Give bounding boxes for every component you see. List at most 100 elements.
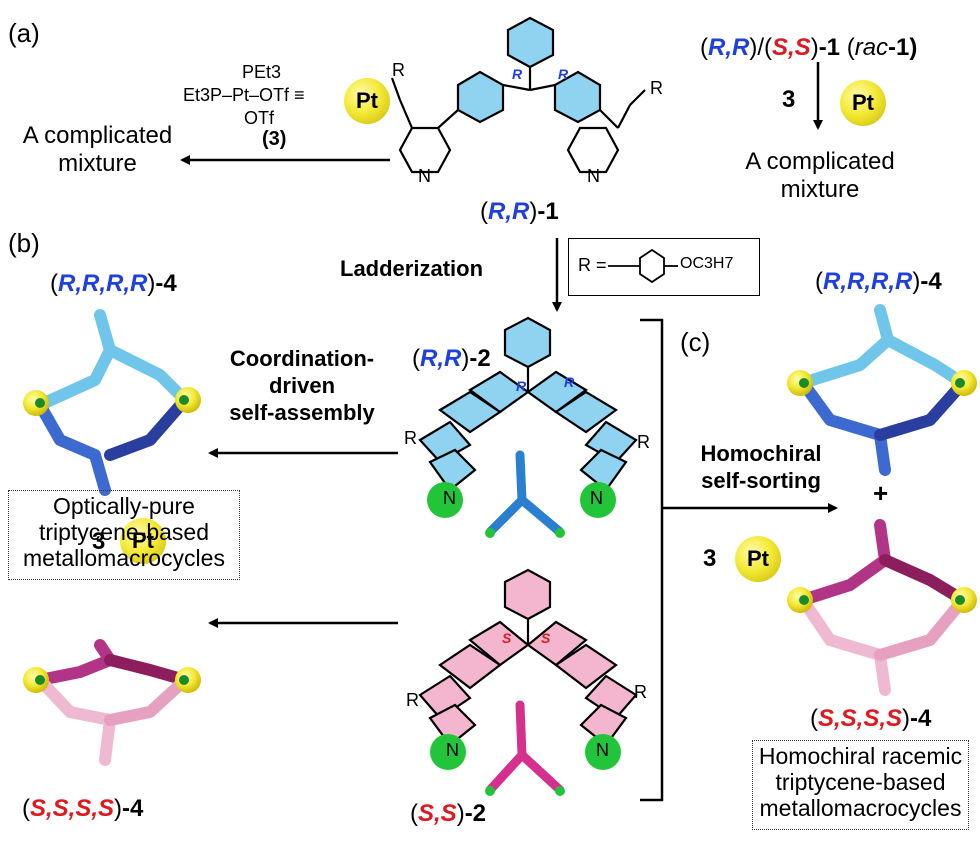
rr-2-3d-model [485,450,565,537]
left-mixture-line-1: A complicated [22,122,173,149]
substituent-r-2b: R [637,432,650,452]
reagent-otf: OTf [244,108,274,128]
homochiral-racemic-box: Homochiral racemic triptycene-based meta… [752,740,969,830]
rrrr-right-label: (R,R,R,R)-4 [815,268,942,295]
right-mixture-line-1: A complicated [745,148,895,175]
substituent-r-2c: R [406,690,419,710]
compound1-config: R,R [488,198,530,225]
left-mixture-text: A complicated mixture [10,122,185,178]
racemic-ss: S,S [772,34,811,61]
stereo-s-2b: S [541,630,551,646]
ssss-left-label: (S,S,S,S)-4 [22,795,144,822]
n-2b: N [590,488,603,508]
substituent-r-1a: R [392,60,405,80]
right-mixture-text: A complicated mixture [740,148,900,204]
stereo-s-2a: S [502,630,512,646]
n-atom-rr-left [427,482,463,518]
racemic-equiv: 3 [782,86,796,113]
compound-rr-2-label: (R,R)-2 [412,345,491,372]
racemic-label: (R,R)/(S,S)-1 (rac-1) [700,34,918,61]
reagent-formula: Et3P–Pt–OTf ≡ [183,85,305,105]
n-atom-ss-right [585,734,621,770]
optical-line-2: triptycene-based [38,519,210,545]
n-1b: N [587,166,600,186]
racemic-rr: R,R [708,34,750,61]
homochiral-box-line-3: metallomacrocycles [759,795,962,821]
left-mixture-line-2: mixture [58,150,137,177]
compound-rr-2-structure [418,316,638,492]
optical-line-3: metallomacrocycles [23,545,225,571]
ssss-left-suffix: -4 [122,795,144,822]
r-group-suffix: OC3H7 [680,255,734,272]
coordination-line-2: driven [268,373,336,398]
homochiral-line-2: self-sorting [701,468,821,493]
rrrr-left-suffix: -4 [155,270,177,297]
ssss-left-config: S,S,S,S [30,795,115,822]
stereo-r-1a: R [512,66,523,82]
n-2a: N [443,488,456,508]
racemic-bracket [640,318,664,802]
rrrr-right-config: R,R,R,R [823,268,913,295]
pt-icon-right: Pt [735,536,781,582]
substituent-r-2d: R [634,682,647,702]
ssss-right-config: S,S,S,S [818,705,903,732]
compound-ss-2-structure [418,568,638,747]
r-group-phenyl [639,248,665,284]
panel-label-a: (a) [8,18,40,48]
r-group-prefix: R = [578,255,607,275]
compound-rr-1-label: (R,R)-1 [480,198,559,225]
homochiral-label: Homochiral self-sorting [676,440,846,494]
n-atom-ss-left [430,734,466,770]
ssss-right-suffix: -4 [910,705,932,732]
compound1-suffix: -1 [537,198,559,225]
macrocycle-rrrr-right [797,304,969,476]
optical-line-1: Optically-pure [53,493,195,519]
homochiral-line-1: Homochiral [700,441,822,466]
racemic-rac-suffix: -1) [888,34,918,61]
compound2-rr-suffix: -2 [469,345,491,372]
ssss-right-label: (S,S,S,S)-4 [810,705,932,732]
stereo-r-2b: R [564,374,575,390]
racemic-suffix: -1 [818,34,841,61]
rrrr-left-config: R,R,R,R [58,270,148,297]
reagent-pet3: PEt3 [242,62,282,82]
ladderization-label: Ladderization [340,256,484,281]
compound-ss-2-label: (S,S)-2 [410,800,487,827]
optically-pure-box: Optically-pure triptycene-based metallom… [8,490,240,580]
compound2-rr-config: R,R [420,345,462,372]
pt-icon-reagent: Pt [344,78,390,124]
coordination-line-3: self-assembly [229,400,375,425]
coordination-label: Coordination- driven self-assembly [206,345,398,426]
right-equiv: 3 [703,545,717,572]
macrocycle-ssss-left [34,639,191,766]
ss-2-3d-model [485,700,565,795]
rrrr-right-suffix: -4 [920,268,942,295]
plus-sign: + [873,478,889,508]
r-group-box [568,238,760,296]
pt-icon-left: Pt [120,518,166,564]
stereo-r-2a: R [516,378,527,394]
racemic-rac: rac [854,34,889,61]
n-2d: N [596,740,609,760]
stereo-r-1b: R [558,66,569,82]
left-equiv: 3 [92,528,106,555]
n-atom-rr-right [580,482,616,518]
compound2-ss-suffix: -2 [464,800,487,827]
homochiral-box-line-1: Homochiral racemic [758,743,963,769]
substituent-r-2a: R [404,428,417,448]
homochiral-box-line-2: triptycene-based [775,769,946,795]
pt-icon-racemic: Pt [840,80,886,126]
right-mixture-line-2: mixture [780,176,860,203]
panel-label-b: (b) [8,228,40,258]
coordination-line-1: Coordination- [229,346,375,371]
rrrr-left-label: (R,R,R,R)-4 [50,270,177,297]
reagent-number: (3) [262,128,287,150]
compound-rr-1-structure [390,16,646,174]
macrocycle-rrrr-left [34,309,191,496]
substituent-r-1b: R [650,78,663,98]
n-2c: N [446,740,459,760]
n-1a: N [418,166,431,186]
panel-label-c: (c) [680,327,711,357]
